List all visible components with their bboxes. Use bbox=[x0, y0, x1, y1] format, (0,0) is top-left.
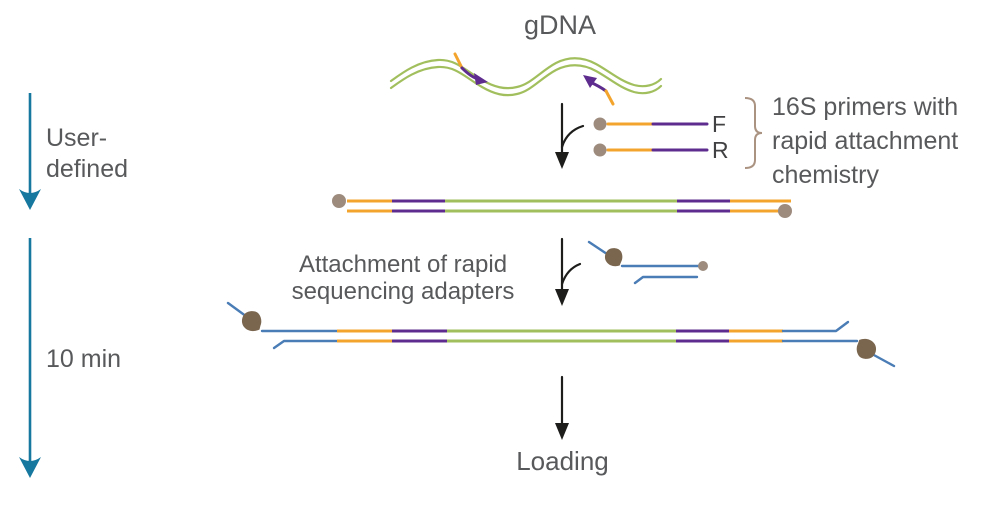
forward-primer-anneal-icon bbox=[453, 52, 488, 85]
reverse-primer-icon bbox=[593, 143, 709, 157]
loading-label: Loading bbox=[516, 446, 609, 476]
rapid-adapter-icon bbox=[587, 240, 708, 285]
motor-protein-icon bbox=[241, 311, 262, 332]
reverse-primer-label: R bbox=[712, 137, 729, 163]
tagged-amplicon bbox=[332, 194, 792, 218]
step-arrow-pcr bbox=[555, 102, 585, 169]
timeline-step1-duration: User- defined bbox=[46, 124, 129, 183]
attachment-dot bbox=[332, 194, 346, 208]
gdna-molecule-icon bbox=[389, 57, 663, 97]
adapted-library-construct bbox=[226, 301, 896, 368]
reverse-primer-anneal-icon bbox=[583, 75, 615, 106]
primers-note: 16S primers with rapid attachment chemis… bbox=[772, 93, 959, 189]
motor-protein-icon bbox=[603, 246, 624, 268]
attachment-dot bbox=[593, 117, 607, 131]
forward-primer-icon bbox=[593, 117, 709, 131]
attachment-dot bbox=[778, 204, 792, 218]
step-arrow-adapter-attachment bbox=[555, 237, 582, 306]
timeline-arrow-10-min bbox=[19, 238, 41, 478]
timeline-step2-duration: 10 min bbox=[46, 345, 122, 373]
attachment-dot bbox=[593, 143, 607, 157]
adapter-step-label: Attachment of rapid sequencing adapters bbox=[291, 251, 515, 305]
forward-primer-label: F bbox=[712, 111, 727, 137]
gdna-title: gDNA bbox=[523, 10, 597, 40]
attachment-dot bbox=[698, 261, 708, 271]
bracket bbox=[744, 97, 763, 169]
motor-protein-icon bbox=[855, 338, 877, 360]
timeline-arrow-user-defined bbox=[19, 93, 41, 210]
step-arrow-loading bbox=[555, 375, 569, 440]
